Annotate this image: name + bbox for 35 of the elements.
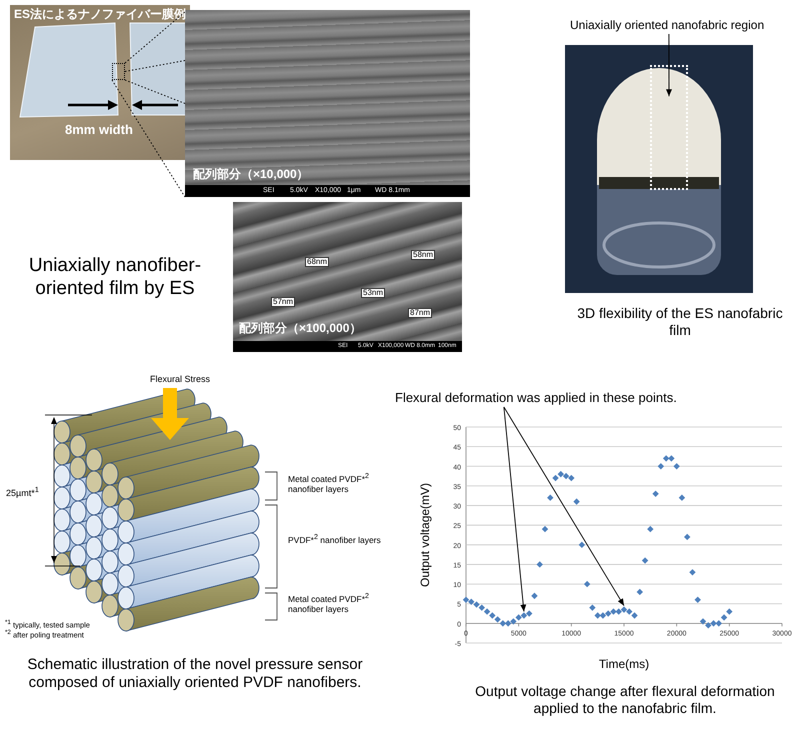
- zoom-guide-line: [112, 80, 186, 198]
- figure-caption: Uniaxially nanofiber-oriented film by ES: [28, 255, 202, 301]
- photo: [10, 5, 190, 160]
- dimension-label: 25µmt*$^{1}$: [6, 485, 40, 499]
- fiber-diameter-label: 68nm: [305, 257, 330, 267]
- leader-line: [503, 406, 526, 612]
- photo: [565, 45, 753, 293]
- layer-label: Metal coated PVDF*$^{2}$ nanofiber layers: [288, 592, 370, 614]
- leader-line: [503, 406, 624, 606]
- zoom-guide-line: [124, 60, 186, 72]
- zoom-frame: [112, 63, 125, 80]
- fiber-diameter-label: 58nm: [411, 250, 436, 260]
- zoom-guide-line: [124, 80, 186, 104]
- dimension-label: 8mm width: [65, 123, 133, 138]
- zoom-guide-line: [124, 11, 186, 64]
- fiber-diameter-label: 53nm: [361, 288, 386, 298]
- callout-text: Uniaxially oriented nanofabric region: [570, 18, 800, 34]
- micrograph: [233, 202, 462, 352]
- fiber-diameter-label: 57nm: [271, 297, 296, 307]
- figure-caption: Schematic illustration of the novel pressure sensor composed of uniaxially oriented PVDF nanofibers.: [26, 656, 364, 692]
- layer-label: PVDF*$^{2}$ nanofiber layers: [288, 533, 382, 546]
- micrograph: [185, 10, 470, 197]
- figure-caption: 3D flexibility of the ES nanofabric film: [576, 305, 784, 339]
- axis-title: Time(ms): [598, 657, 650, 671]
- axis-title: Output voltage(mV): [418, 482, 432, 588]
- leader-line: [666, 34, 672, 97]
- figure-caption: Output voltage change after flexural deformation applied to the nanofabric film.: [474, 683, 776, 717]
- magnification-caption: 配列部分（×100,000）: [239, 322, 362, 336]
- callout-text: Flexural deformation was applied in these points.: [395, 390, 725, 407]
- magnification-caption: 配列部分（×10,000）: [193, 168, 309, 182]
- fiber-diameter-label: 87nm: [408, 308, 432, 318]
- layer-label: Metal coated PVDF*$^{2}$ nanofiber layers: [288, 472, 370, 494]
- highlight-frame: [650, 65, 688, 190]
- stress-label: Flexural Stress: [148, 374, 212, 385]
- photo-title: ES法によるナノファイバー膜例: [14, 8, 186, 22]
